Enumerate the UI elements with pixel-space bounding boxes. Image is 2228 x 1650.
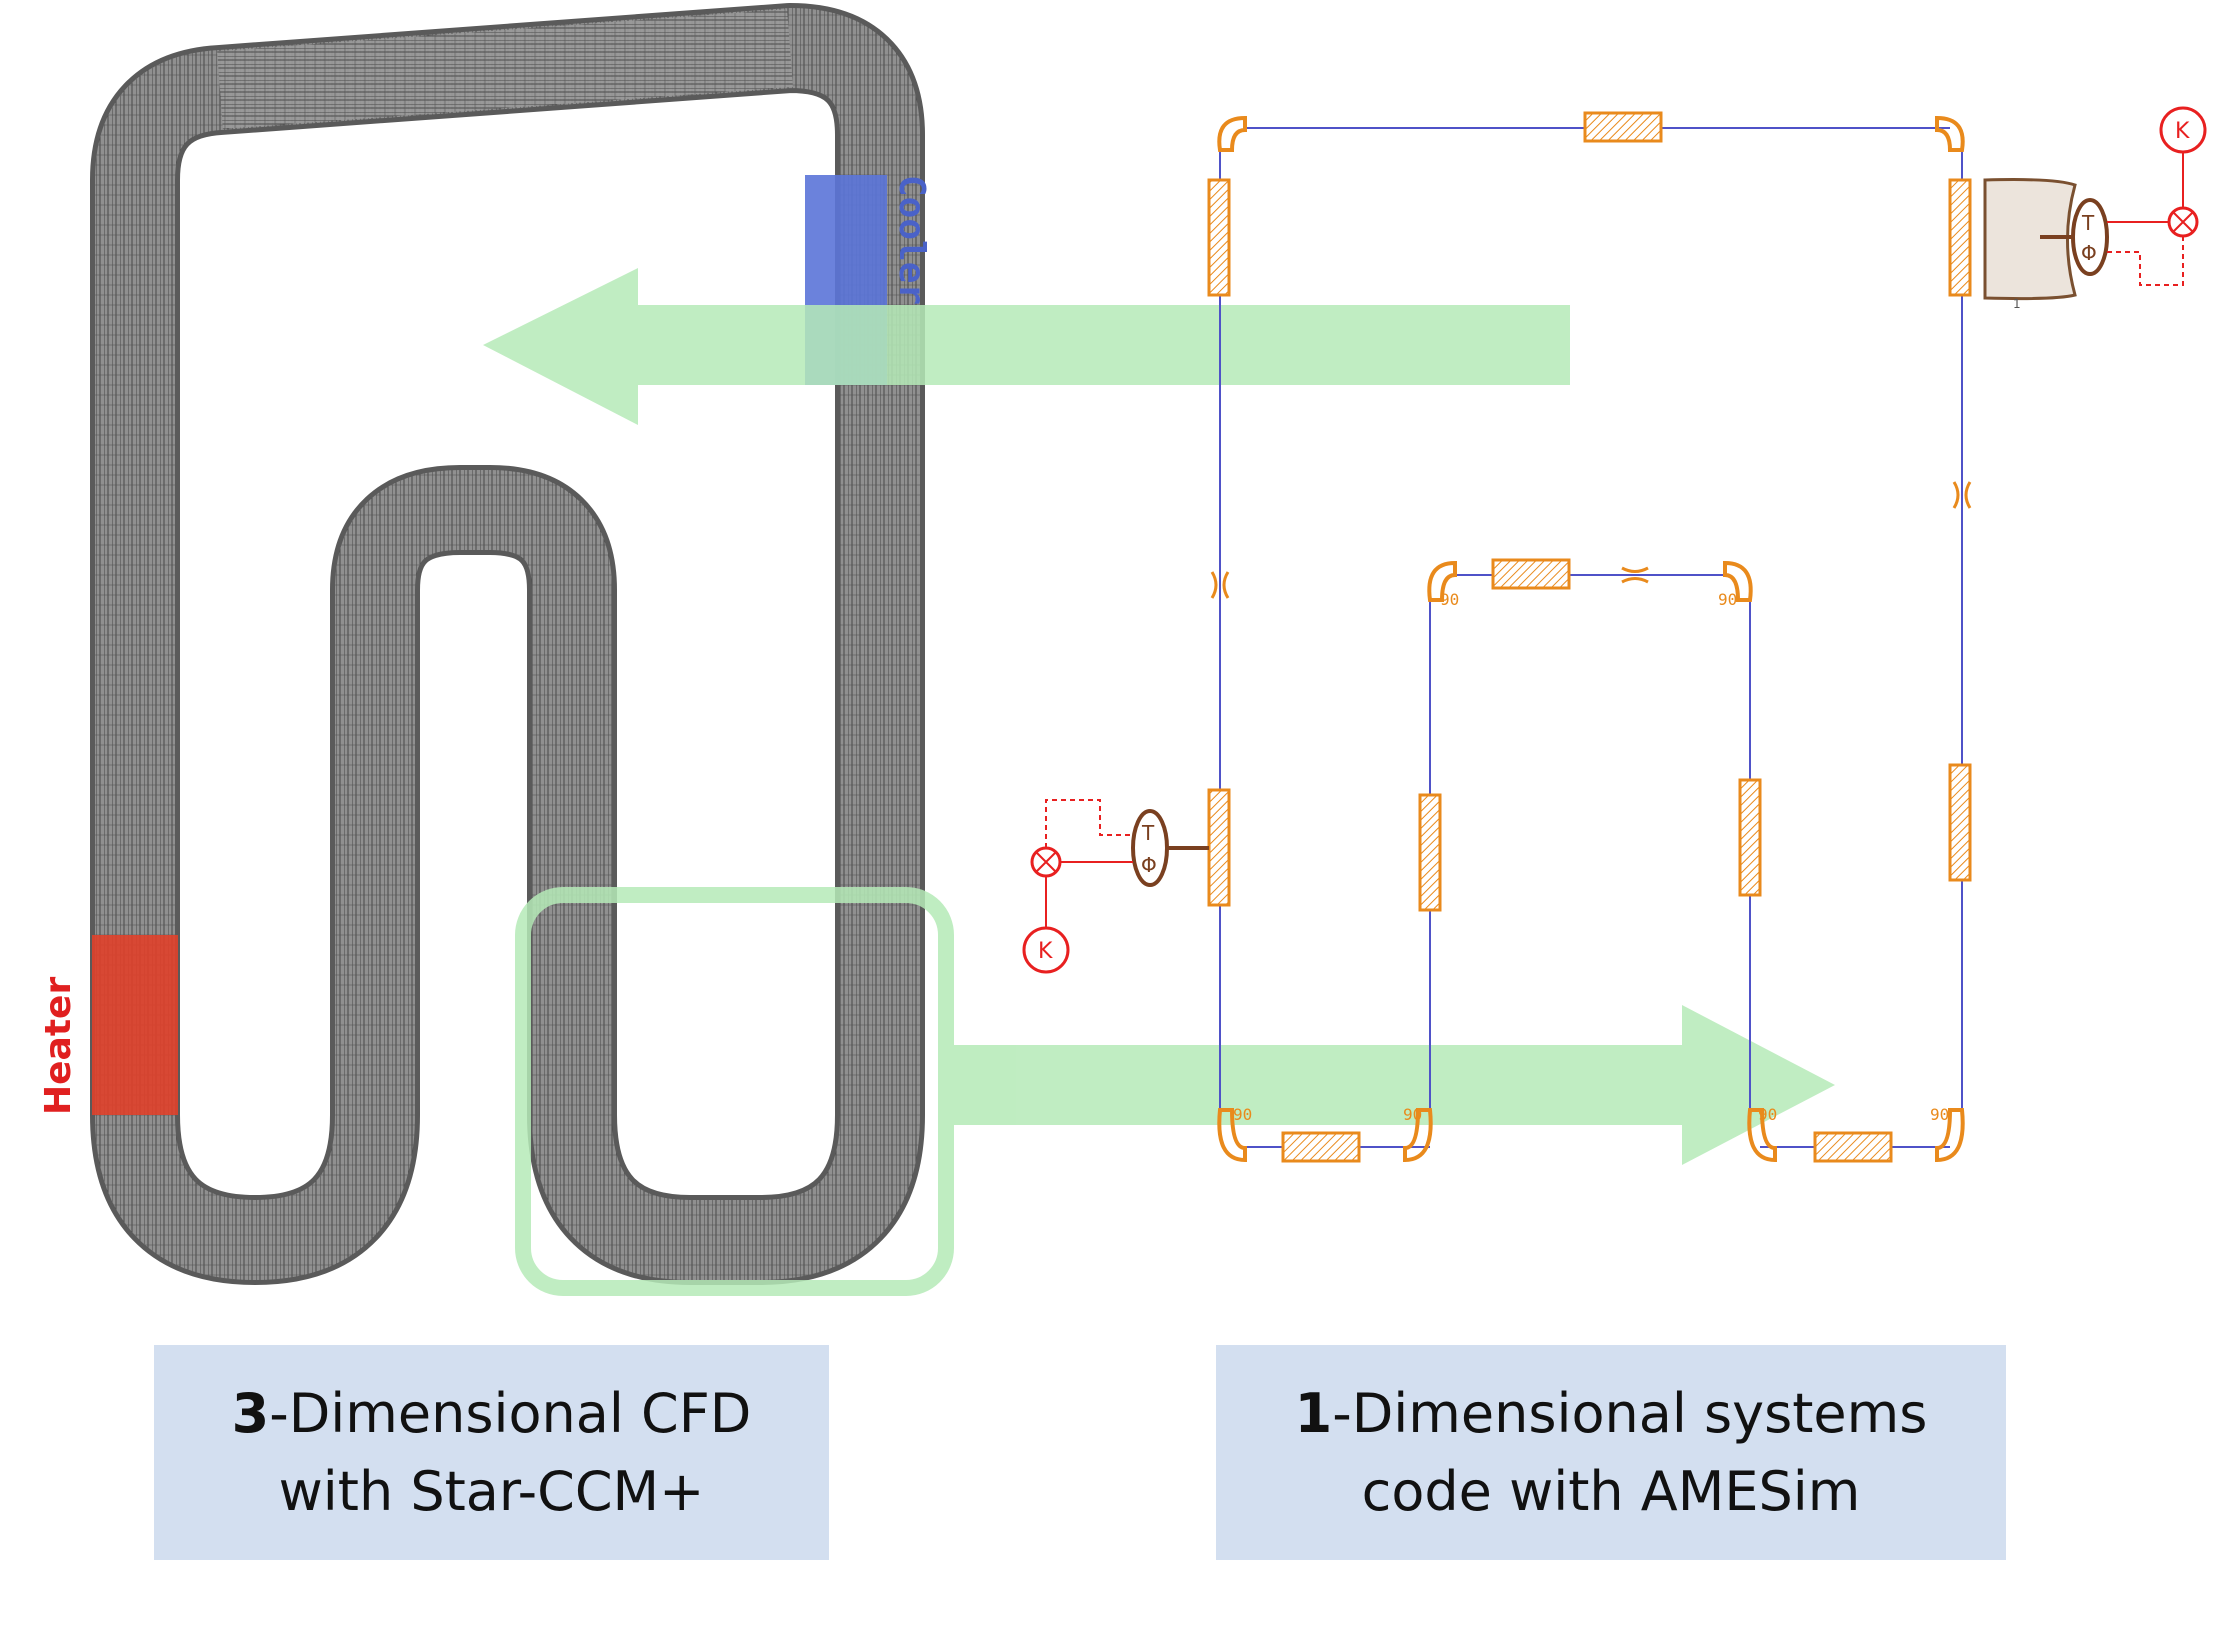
thermal-source-bottom: T Φ — [1131, 809, 1209, 887]
svg-text:1: 1 — [2013, 297, 2021, 311]
caption-3d-line1: 3-Dimensional CFD — [231, 1381, 752, 1445]
svg-text:90: 90 — [1718, 590, 1737, 609]
heater-label: Heater — [38, 977, 79, 1115]
svg-text:Φ: Φ — [1141, 853, 1157, 877]
feedback-arrow-left — [483, 268, 1570, 425]
svg-text:90: 90 — [1930, 1105, 1949, 1124]
pipe-components — [1207, 111, 1972, 1163]
thermal-wall — [1983, 178, 2077, 301]
coupling-arrow-right — [952, 1005, 1835, 1165]
svg-text:K: K — [1038, 939, 1053, 964]
amesim-network: 90 90 90 90 90 90 1 — [1022, 106, 2207, 1163]
svg-text:K: K — [2175, 119, 2190, 144]
svg-text:90: 90 — [1403, 1105, 1422, 1124]
elbow-labels: 90 90 90 90 90 90 — [1233, 590, 1949, 1124]
controller-bottom — [1022, 799, 1133, 974]
caption-1d-systems: 1-Dimensional systems code with AMESim — [1216, 1345, 2006, 1560]
outer-loop-lines — [1219, 127, 1963, 1148]
svg-text:90: 90 — [1440, 590, 1459, 609]
svg-text:90: 90 — [1758, 1105, 1777, 1124]
caption-3d-cfd: 3-Dimensional CFD with Star-CCM+ — [154, 1345, 829, 1560]
caption-3d-line2: with Star-CCM+ — [278, 1459, 705, 1523]
elbows — [1217, 115, 1965, 1163]
heater-section — [92, 935, 178, 1115]
orifices — [1210, 481, 1972, 599]
cfd-pipe-outer — [90, 3, 925, 1285]
coupling-arrows — [483, 268, 1835, 1296]
svg-text:Φ: Φ — [2081, 241, 2097, 265]
svg-text:90: 90 — [1233, 1105, 1252, 1124]
caption-1d-line2: code with AMESim — [1361, 1459, 1861, 1523]
thermal-source-top: T Φ — [2040, 198, 2109, 276]
cfd-loop — [90, 3, 925, 1285]
controller-top — [2107, 106, 2207, 286]
svg-text:T: T — [2081, 211, 2095, 235]
coupled-region-box — [515, 887, 954, 1296]
svg-text:T: T — [1141, 821, 1155, 845]
caption-1d-line1: 1-Dimensional systems — [1294, 1381, 1928, 1445]
cooler-label: Cooler — [891, 175, 932, 305]
